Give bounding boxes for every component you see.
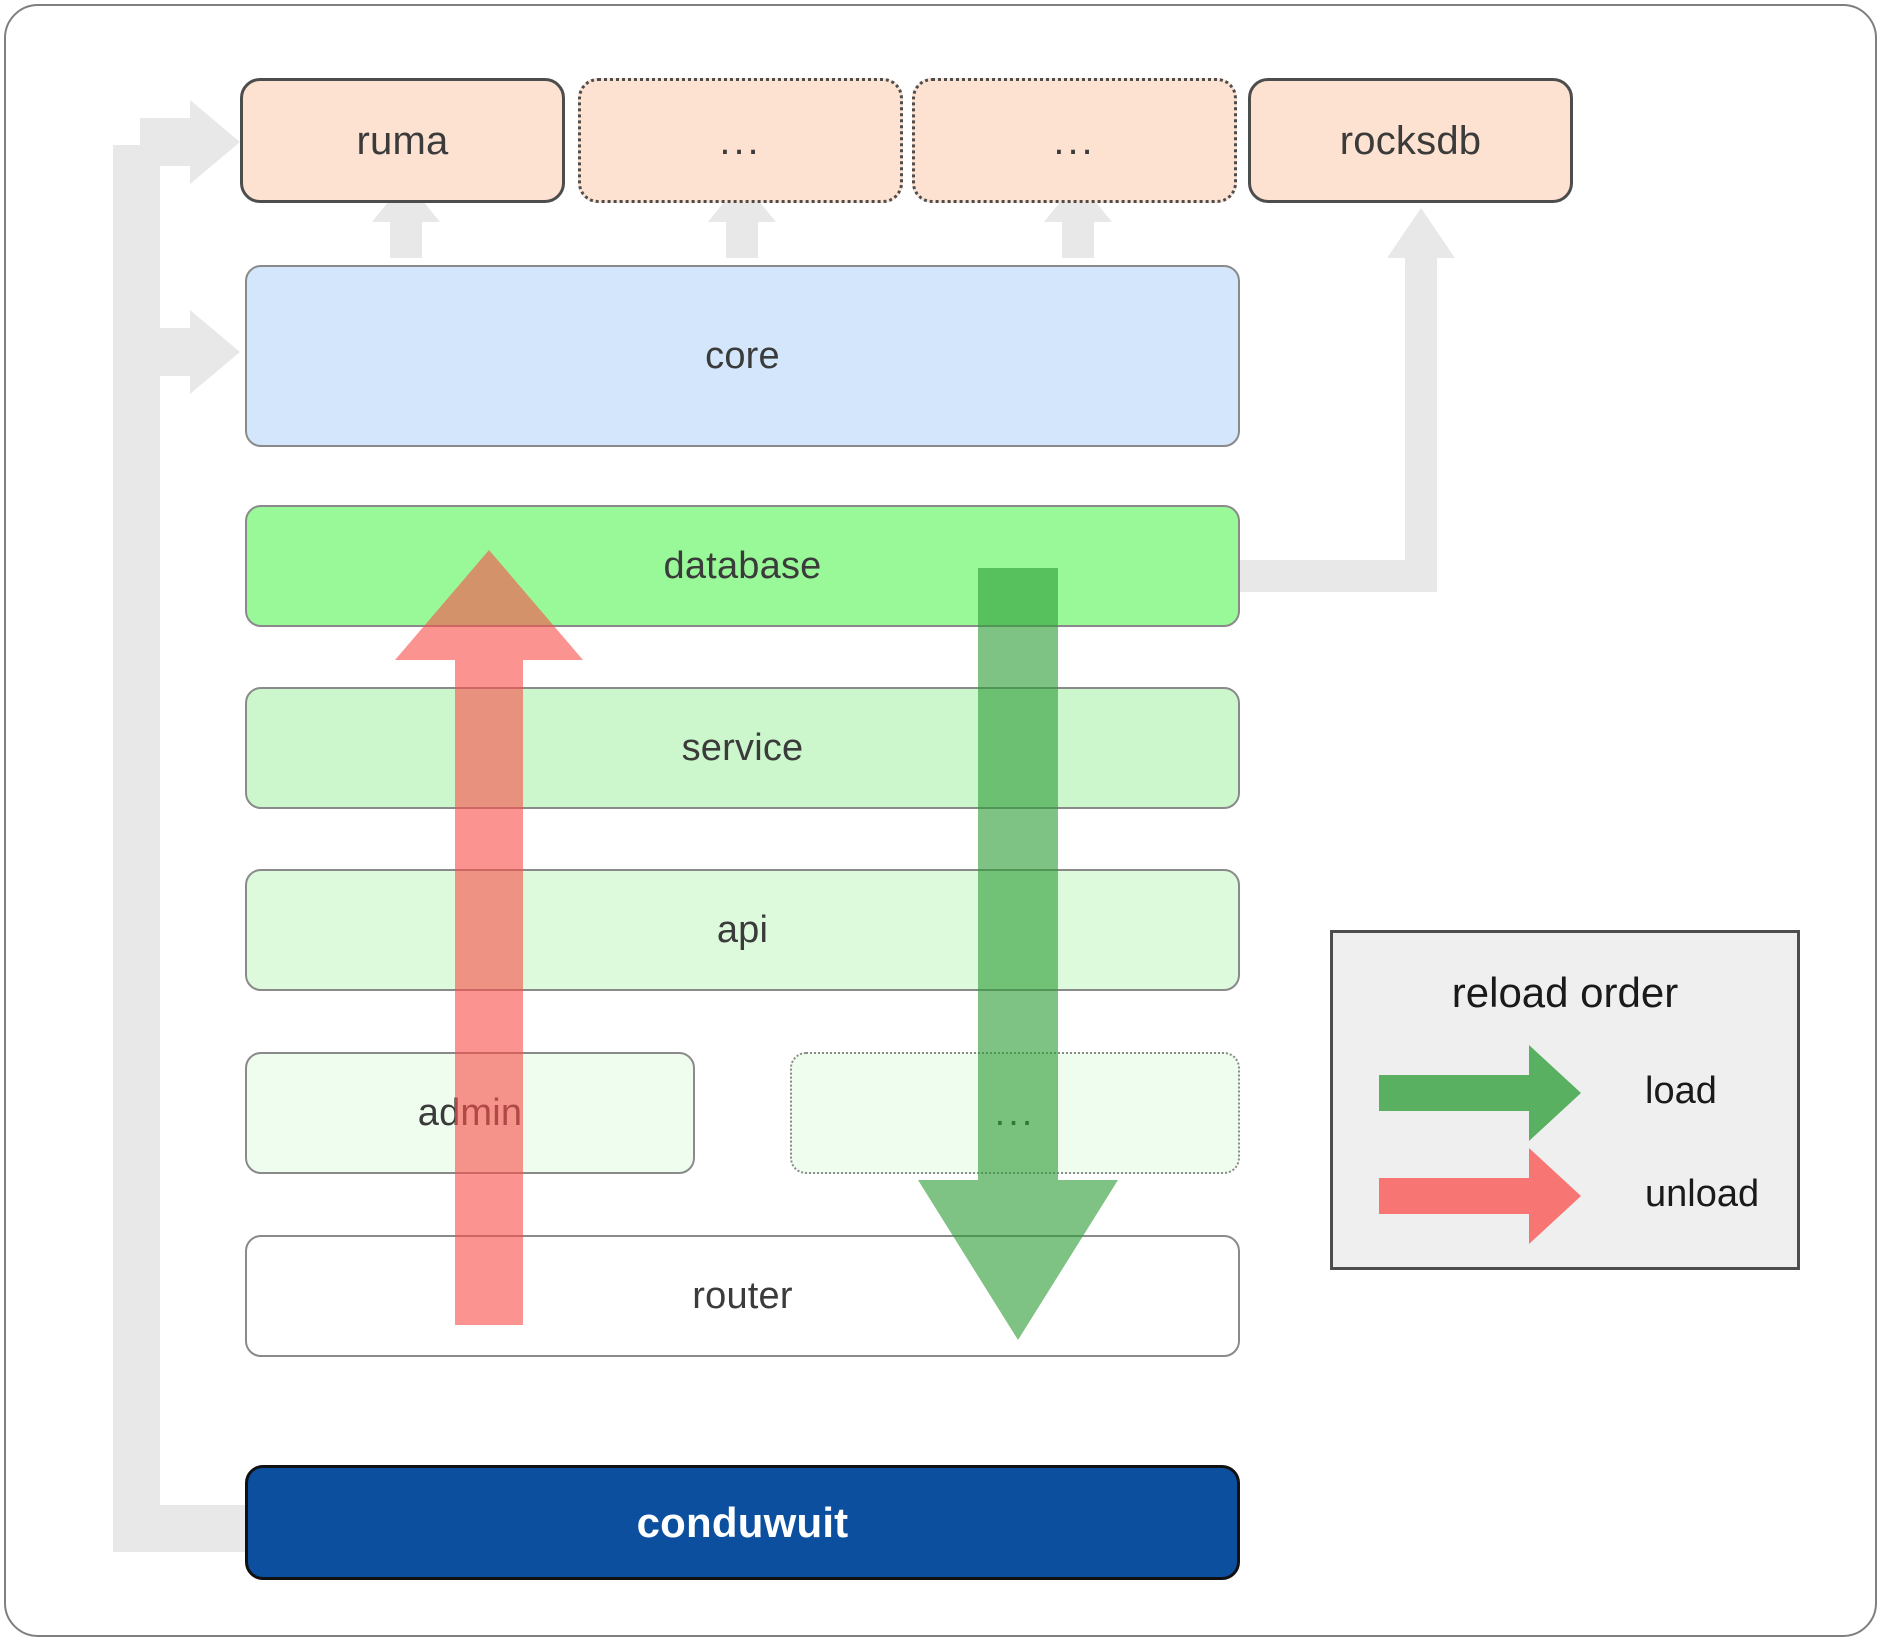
legend-label-load: load	[1645, 1070, 1717, 1112]
layer-box-service[interactable]: service	[245, 687, 1240, 809]
dependency-label-placeholder-2: ...	[1053, 118, 1096, 163]
dependency-label-placeholder-1: ...	[719, 118, 762, 163]
layer-box-api[interactable]: api	[245, 869, 1240, 991]
layer-label-database: database	[663, 545, 822, 587]
dependency-box-placeholder-2[interactable]: ...	[912, 78, 1237, 203]
dependency-box-rocksdb[interactable]: rocksdb	[1248, 78, 1573, 203]
dependency-box-ruma[interactable]: ruma	[240, 78, 565, 203]
layer-box-core[interactable]: core	[245, 265, 1240, 447]
legend-title: reload order	[1451, 969, 1679, 1016]
root-box-conduwuit[interactable]: conduwuit	[245, 1465, 1240, 1580]
layer-label-api: api	[716, 909, 769, 951]
legend-unload-arrow-icon	[1379, 1148, 1581, 1244]
dependency-label-ruma: ruma	[356, 118, 449, 163]
layer-box-router[interactable]: router	[245, 1235, 1240, 1357]
layer-label-ellipsis: ...	[994, 1092, 1036, 1134]
layer-label-core: core	[705, 335, 780, 377]
legend-panel: reload order load unload	[1330, 930, 1800, 1270]
root-label-conduwuit: conduwuit	[636, 1498, 849, 1546]
layer-box-ellipsis[interactable]: ...	[790, 1052, 1240, 1174]
legend-label-unload: unload	[1645, 1173, 1760, 1215]
dependency-label-rocksdb: rocksdb	[1339, 118, 1482, 163]
layer-label-service: service	[681, 727, 804, 769]
layer-box-database[interactable]: database	[245, 505, 1240, 627]
legend-load-arrow-icon	[1379, 1045, 1581, 1141]
layer-label-router: router	[692, 1275, 793, 1317]
diagram-outer-frame	[4, 4, 1877, 1637]
layer-label-admin: admin	[417, 1092, 523, 1134]
legend-arrow-glyphs	[1379, 1045, 1581, 1244]
dependency-box-placeholder-1[interactable]: ...	[578, 78, 903, 203]
layer-box-admin[interactable]: admin	[245, 1052, 695, 1174]
